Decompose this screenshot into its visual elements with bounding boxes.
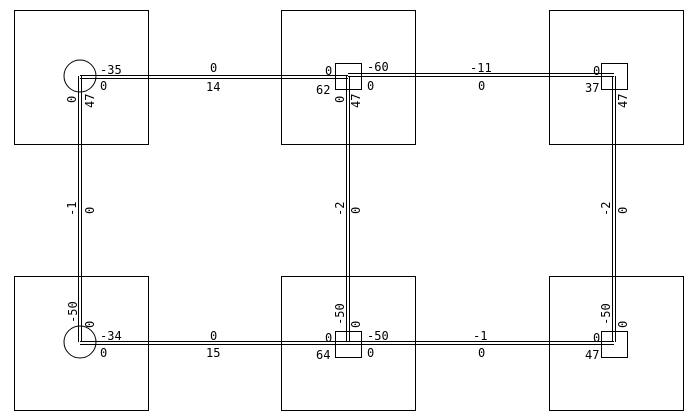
column-label: 0 [349, 207, 363, 214]
column-label: 0 [616, 207, 630, 214]
beam-label: 15 [206, 346, 220, 360]
labels-node-top-mid: 0 62 -60 0 0 47 [316, 60, 389, 108]
label: -34 [100, 329, 122, 343]
footing-top-right [549, 10, 684, 145]
label: -50 [599, 303, 613, 325]
beam-label: 0 [210, 61, 217, 75]
label: 0 [367, 79, 374, 93]
label: 47 [349, 94, 363, 108]
label: 62 [316, 83, 330, 97]
labels-members: 0 14 -11 0 0 15 -1 0 -1 0 -2 0 -2 0 [65, 61, 630, 360]
column-label: -2 [599, 202, 613, 216]
label: 0 [616, 321, 630, 328]
column-label: -2 [333, 202, 347, 216]
beam-label: 14 [206, 80, 220, 94]
beam-label: 0 [210, 329, 217, 343]
beam-label: 0 [478, 346, 485, 360]
label: -50 [66, 301, 80, 323]
label: -50 [333, 303, 347, 325]
label: 0 [367, 346, 374, 360]
footing-bottom-right [549, 276, 684, 411]
label: 0 [83, 321, 97, 328]
label: 64 [316, 348, 330, 362]
label: 0 [593, 64, 600, 78]
labels-node-bottom-left: -50 0 -34 0 [66, 301, 122, 360]
label: 0 [325, 331, 332, 345]
label: 47 [585, 348, 599, 362]
column-label: 0 [83, 207, 97, 214]
label: -50 [367, 329, 389, 343]
footing-bottom-mid [281, 276, 416, 411]
labels-node-bottom-mid: -50 0 0 64 -50 0 [316, 303, 389, 362]
labels-node-top-left: -35 0 0 47 [65, 63, 122, 108]
label: 37 [585, 81, 599, 95]
labels-node-bottom-right: -50 0 0 47 [585, 303, 630, 362]
label: 47 [616, 94, 630, 108]
label: 0 [593, 331, 600, 345]
beam-label: -11 [470, 61, 492, 75]
label: 47 [83, 94, 97, 108]
label: -60 [367, 60, 389, 74]
label: 0 [65, 96, 79, 103]
column-label: -1 [65, 202, 79, 216]
label: 0 [100, 79, 107, 93]
beam-label: 0 [478, 79, 485, 93]
label: 0 [325, 64, 332, 78]
members [78, 73, 616, 345]
label: 0 [100, 346, 107, 360]
footing-top-mid [281, 10, 416, 145]
label: 0 [349, 321, 363, 328]
labels-node-top-right: 0 37 47 [585, 64, 630, 108]
label: 0 [333, 96, 347, 103]
label: -35 [100, 63, 122, 77]
beam-label: -1 [473, 329, 487, 343]
